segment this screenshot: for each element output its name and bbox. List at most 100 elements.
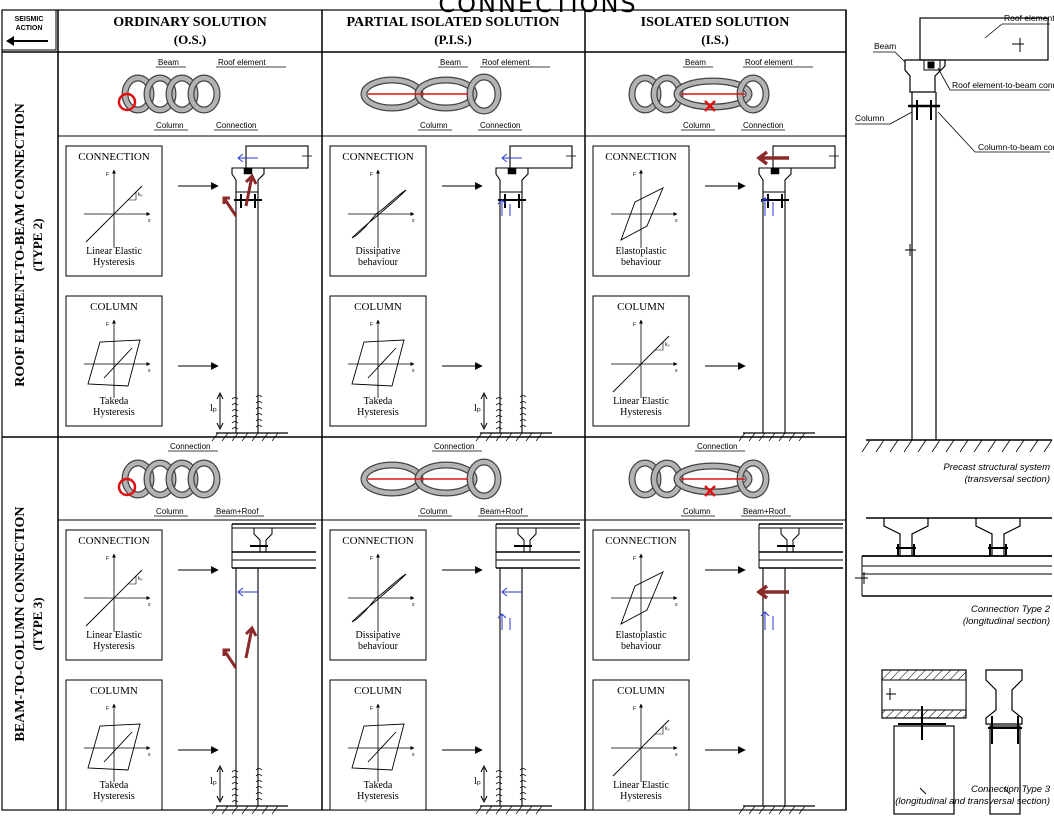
axis-s-label: s [148, 368, 151, 374]
force-arrow-icon [756, 150, 789, 166]
force-arrow-icon [237, 153, 258, 163]
label-roof-element: Roof element [1004, 13, 1054, 23]
caption-type2-line2: (longitudinal section) [963, 616, 1050, 627]
column-behaviour-label: Hysteresis [357, 407, 399, 418]
column-box-title: COLUMN [90, 685, 138, 697]
break-x-icon [704, 485, 716, 497]
column-elevation: lₚ [474, 523, 580, 815]
axis-s-label: s [412, 752, 415, 758]
connection-behaviour-label: Hysteresis [93, 257, 135, 268]
chain-label-connection: Connection [170, 442, 210, 451]
axis-f-label: F [633, 706, 636, 712]
right-panel-labels: Roof element Beam Roof element-to-beam c… [855, 13, 1054, 807]
column-behaviour-label: Hysteresis [93, 791, 135, 802]
hysteresis-curve [85, 569, 143, 627]
column-header-os: ORDINARY SOLUTION [113, 15, 266, 30]
seismic-line2: ACTION [16, 25, 43, 32]
chain-link [144, 460, 176, 498]
axis-f-label: F [370, 706, 373, 712]
axis-s-label: s [412, 368, 415, 374]
column-behaviour-label: Takeda [100, 396, 129, 407]
plastic-hinge-cracks [231, 768, 263, 803]
column-behaviour-label: Hysteresis [620, 407, 662, 418]
reaction-arrows-icon [760, 196, 774, 216]
axis-f-label: F [370, 172, 373, 178]
reaction-arrows-icon [497, 613, 511, 630]
axis-s-label: s [675, 368, 678, 374]
stiffness-mark [128, 192, 137, 201]
force-arrow-icon [501, 587, 522, 597]
hysteresis-curve [612, 719, 670, 777]
chain-link [629, 75, 661, 113]
column-behaviour-label: Takeda [364, 780, 393, 791]
table-grid [1, 9, 847, 811]
axis-f-label: F [370, 556, 373, 562]
label-col-conn: Column-to-beam connection [978, 142, 1054, 152]
chain-label-beam-roof: Beam+Roof [743, 507, 786, 516]
lp-label: lₚ [210, 776, 217, 787]
axis-f-label: F [106, 556, 109, 562]
connection-type3-drawing [881, 669, 1023, 815]
seismic-action-label: SEISMIC ACTION [1, 9, 57, 51]
right-panel [855, 17, 1053, 815]
row-type-type2: (TYPE 2) [30, 218, 45, 271]
stiffness-mark [655, 342, 664, 351]
plastic-hinge-cracks [495, 395, 527, 430]
axis-s-label: s [675, 602, 678, 608]
stiffness-mark [128, 576, 137, 585]
axis-s-label: s [412, 602, 415, 608]
precast-system-drawing [855, 17, 1053, 453]
stiffness-label: k₀ [665, 726, 670, 732]
chain-illustration [117, 74, 221, 114]
connection-behaviour-label: Hysteresis [93, 641, 135, 652]
column-behaviour-label: Hysteresis [357, 791, 399, 802]
chain-label-connection: Connection [743, 121, 783, 130]
chain-link [166, 460, 198, 498]
axis-f-label: F [633, 172, 636, 178]
reaction-arrows-icon [760, 610, 774, 630]
hysteresis-curve [351, 573, 407, 623]
axis-s-label: s [412, 218, 415, 224]
column-header-is: ISOLATED SOLUTION [641, 15, 790, 30]
row-headers: ROOF ELEMENT-TO-BEAM CONNECTION (TYPE 2)… [13, 103, 45, 741]
caption-type3-line2: (longitudinal and transversal section) [895, 796, 1050, 807]
hysteresis-curve [620, 187, 664, 241]
stiffness-label: k₀ [138, 192, 143, 198]
column-elevation [738, 523, 843, 815]
stiffness-mark [655, 726, 664, 735]
failure-marker-icon [117, 477, 137, 497]
chain-link [674, 463, 752, 495]
chain-label-roof-element: Roof element [482, 58, 530, 67]
column-behaviour-label: Takeda [364, 396, 393, 407]
chain-illustration [360, 458, 502, 500]
axis-s-label: s [675, 752, 678, 758]
column-elevation: lₚ [474, 145, 576, 442]
axis-f-label: F [633, 556, 636, 562]
axis-f-label: F [106, 172, 109, 178]
axis-f-label: F [106, 322, 109, 328]
column-behaviour-label: Hysteresis [93, 407, 135, 418]
connection-box-title: CONNECTION [78, 535, 150, 547]
chain-link [629, 460, 661, 498]
failure-arrow-icon [244, 173, 258, 207]
connection-behaviour-label: behaviour [621, 257, 662, 268]
connection-behaviour-label: Elastoplastic [615, 246, 667, 257]
column-elevation: lₚ [210, 145, 312, 442]
chain-link [674, 78, 752, 110]
failure-arrow-icon [244, 625, 258, 659]
connection-box-title: CONNECTION [342, 535, 414, 547]
ground-hatch [211, 432, 279, 442]
label-roof-conn: Roof element-to-beam connection [952, 80, 1054, 90]
force-arrow-icon [501, 153, 522, 163]
ground-hatch [738, 805, 806, 815]
connection-box-title: CONNECTION [605, 151, 677, 163]
